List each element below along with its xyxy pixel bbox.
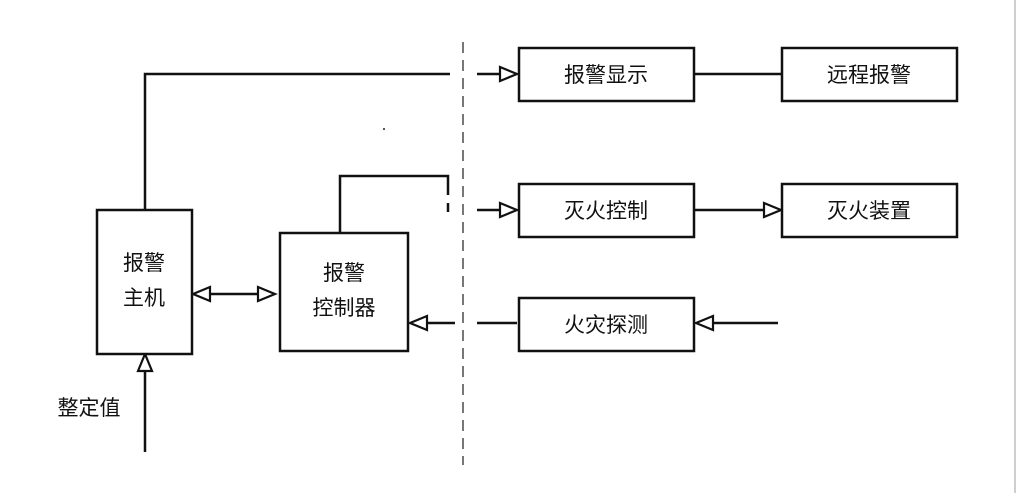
alarm-controller-label-line2: 控制器 bbox=[313, 296, 376, 320]
host-input-arrow-head bbox=[136, 351, 154, 373]
detection-arrow-head bbox=[693, 314, 715, 332]
alarm-host-label-line1: 报警 bbox=[123, 251, 165, 275]
controller-arrow-head bbox=[256, 285, 278, 303]
fire-detection-block: 火灾探测 bbox=[517, 296, 696, 353]
controller-input-arrow-head bbox=[407, 314, 429, 332]
fire-device-arrow-head bbox=[762, 201, 784, 219]
alarm-display-label: 报警显示 bbox=[564, 63, 648, 87]
host-arrow-head bbox=[190, 285, 212, 303]
alarm-controller-block: 报警 控制器 bbox=[278, 231, 410, 353]
fire-control-arrow-head bbox=[498, 201, 520, 219]
remote-alarm-label: 远程报警 bbox=[827, 63, 911, 87]
alarm-host-block: 报警 主机 bbox=[95, 208, 194, 356]
remote-alarm-block: 远程报警 bbox=[780, 46, 959, 103]
alarm-display-block: 报警显示 bbox=[517, 46, 696, 103]
fire-control-block: 灭火控制 bbox=[517, 182, 696, 239]
controller-to-fire-control-wire bbox=[338, 174, 450, 233]
alarm-controller-label-line1: 报警 bbox=[323, 261, 365, 285]
fire-control-label: 灭火控制 bbox=[564, 199, 648, 223]
fire-device-block: 灭火装置 bbox=[780, 182, 959, 239]
fire-device-label: 灭火装置 bbox=[827, 199, 911, 223]
speck-mark bbox=[383, 128, 385, 130]
alarm-host-label-line2: 主机 bbox=[123, 286, 165, 310]
setpoint-label: 整定值 bbox=[58, 396, 121, 420]
display-arrow-head bbox=[498, 65, 520, 83]
fire-detection-label: 火灾探测 bbox=[564, 313, 648, 337]
host-to-display-wire bbox=[143, 72, 450, 210]
